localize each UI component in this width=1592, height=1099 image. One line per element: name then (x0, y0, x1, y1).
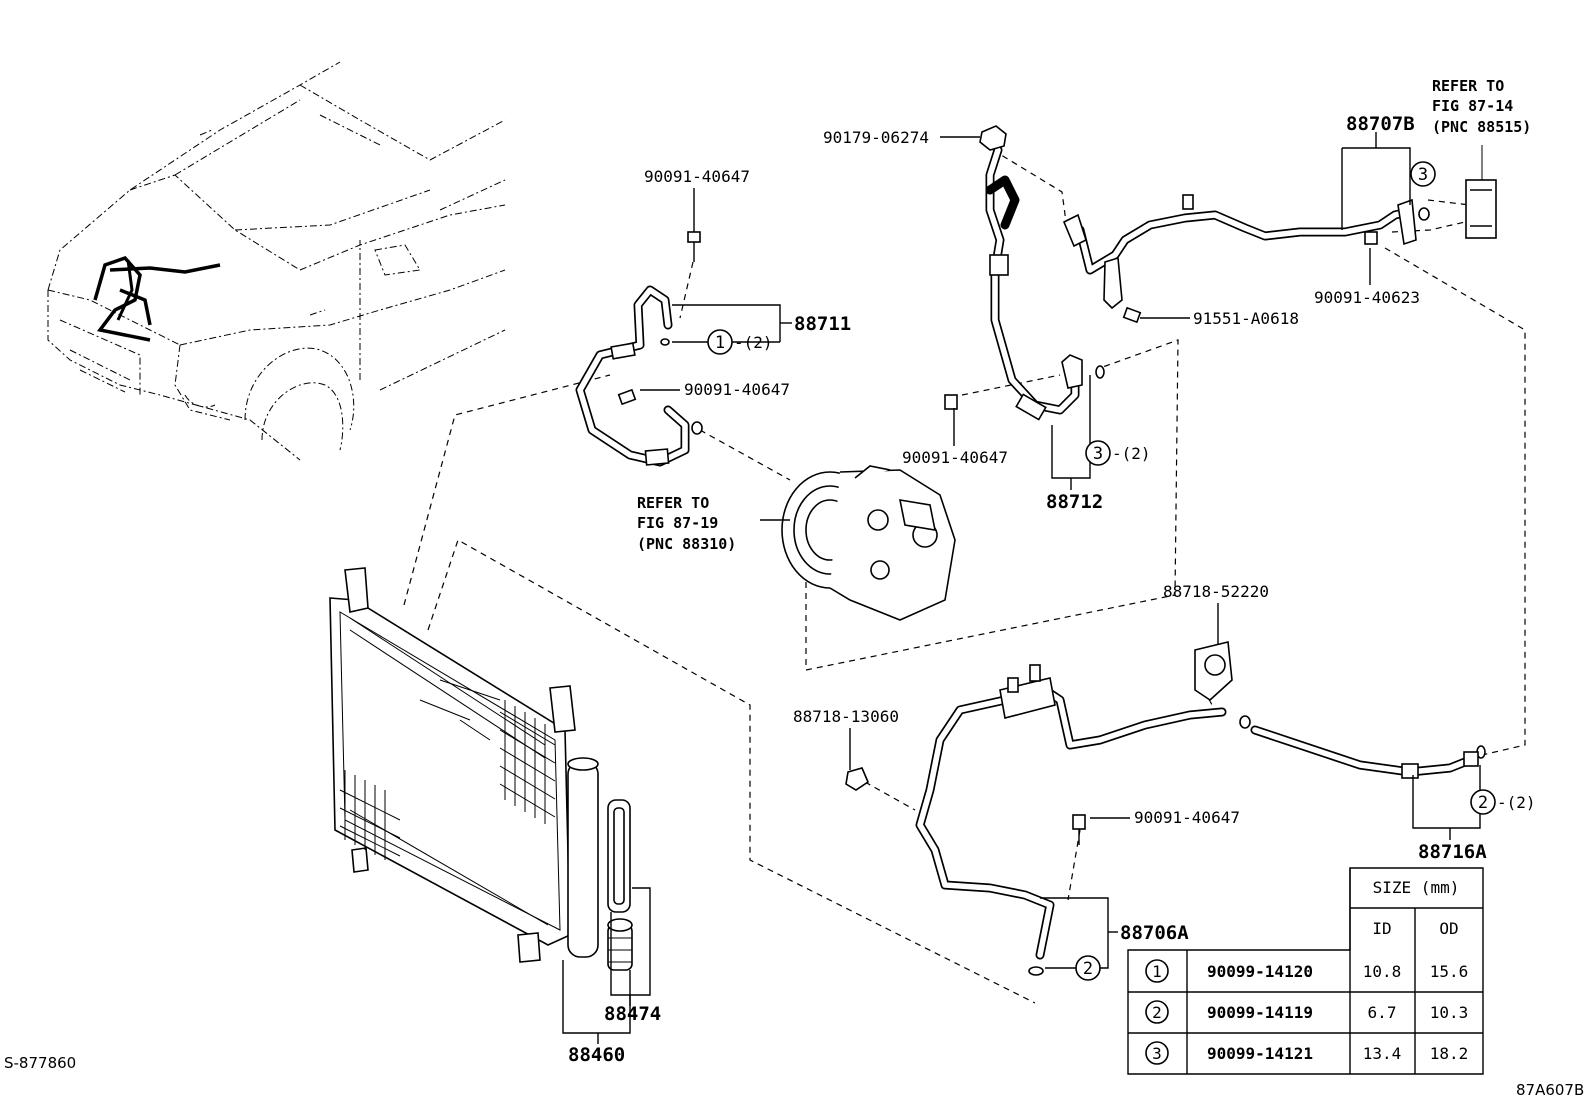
callout-1-qty: -(2) (734, 333, 773, 352)
table-header-id: ID (1372, 919, 1391, 938)
callout-3-88707B: 3 (1418, 165, 1428, 185)
label-90091-40647-right: 90091-40647 (902, 448, 1008, 467)
label-90091-40647-mid: 90091-40647 (684, 380, 790, 399)
hose-88711 (575, 285, 690, 467)
table-row-3-part: 90099-14121 (1207, 1044, 1313, 1063)
leader-lines (562, 132, 1481, 1044)
table-row-3-ref: 3 (1152, 1044, 1162, 1063)
table-row-2-ref: 2 (1152, 1003, 1162, 1022)
callouts: 1 -(2) 3 3 -(2) 2 -(2) 2 (707, 161, 1536, 981)
valve-ref-line1: REFER TO (1432, 77, 1504, 95)
figure-code-left: S-877860 (4, 1054, 76, 1072)
table-row-3-od: 18.2 (1430, 1044, 1469, 1063)
label-90179-06274: 90179-06274 (823, 128, 929, 147)
hose-88712 (985, 145, 1080, 415)
valve-ref-line2: FIG 87-14 (1432, 97, 1513, 115)
table-row-3-id: 13.4 (1363, 1044, 1402, 1063)
compressor-ref-line3: (PNC 88310) (637, 535, 736, 553)
callout-3-qty: -(2) (1112, 444, 1151, 463)
callout-2-88706A: 2 (1083, 959, 1093, 979)
compressor-ref-line2: FIG 87-19 (637, 514, 718, 532)
table-row-2-part: 90099-14119 (1207, 1003, 1313, 1022)
vehicle-outline-illustration (47, 61, 506, 461)
callout-2-88716A: 2 (1478, 793, 1488, 813)
figure-code-right: 87A607B (1516, 1081, 1584, 1099)
label-88460: 88460 (568, 1044, 625, 1066)
label-90091-40647-top: 90091-40647 (644, 167, 750, 186)
label-88707B: 88707B (1346, 113, 1415, 135)
compressor-illustration (781, 465, 956, 621)
table-row-1-id: 10.8 (1363, 962, 1402, 981)
label-88706A: 88706A (1120, 922, 1189, 944)
table-header-od: OD (1439, 919, 1458, 938)
label-88718-13060: 88718-13060 (793, 707, 899, 726)
pipe-88707B (1075, 207, 1413, 275)
pipe-88716A (1250, 725, 1475, 777)
label-88716A: 88716A (1418, 841, 1487, 863)
oring-size-table: SIZE (mm) ID OD 1 90099-14120 10.8 15.6 … (1127, 867, 1484, 1075)
table-header-size: SIZE (mm) (1373, 878, 1460, 897)
table-row-2-id: 6.7 (1368, 1003, 1397, 1022)
table-row-1-part: 90099-14120 (1207, 962, 1313, 981)
condenser-illustration (329, 567, 633, 971)
fasteners-and-fittings (610, 125, 1497, 976)
callout-2-qty: -(2) (1497, 793, 1536, 812)
pipe-88706A (915, 685, 1227, 960)
table-row-2-od: 10.3 (1430, 1003, 1469, 1022)
valve-ref-line3: (PNC 88515) (1432, 118, 1531, 136)
label-91551-A0618: 91551-A0618 (1193, 309, 1299, 328)
label-88474: 88474 (604, 1003, 661, 1025)
label-88718-52220: 88718-52220 (1163, 582, 1269, 601)
label-90091-40647-low: 90091-40647 (1134, 808, 1240, 827)
part-labels: 90091-40647 88711 90091-40647 90179-0627… (568, 113, 1487, 1066)
compressor-ref-line1: REFER TO (637, 494, 709, 512)
label-90091-40623: 90091-40623 (1314, 288, 1420, 307)
table-row-1-ref: 1 (1152, 962, 1162, 981)
table-row-1-od: 15.6 (1430, 962, 1469, 981)
reference-notes: REFER TO FIG 87-19 (PNC 88310) REFER TO … (637, 77, 1531, 553)
label-88711: 88711 (794, 313, 851, 335)
label-88712: 88712 (1046, 491, 1103, 513)
callout-3-88712: 3 (1093, 444, 1103, 464)
callout-1: 1 (715, 333, 725, 353)
